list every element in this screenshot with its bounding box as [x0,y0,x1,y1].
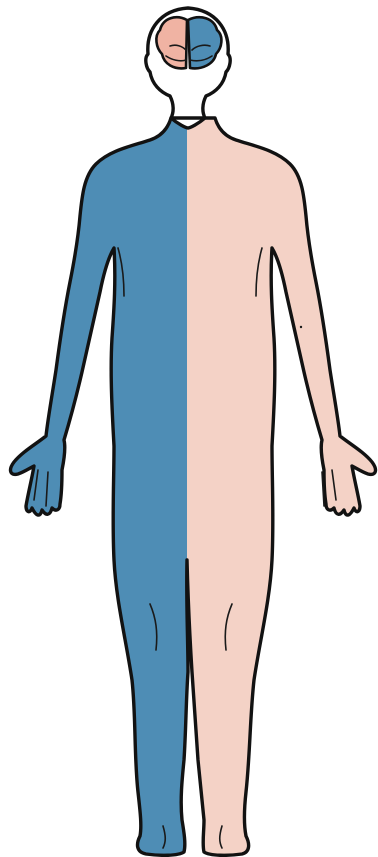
right-body-half [187,0,378,857]
left-body-half [0,0,187,857]
brain-icon [156,17,221,68]
